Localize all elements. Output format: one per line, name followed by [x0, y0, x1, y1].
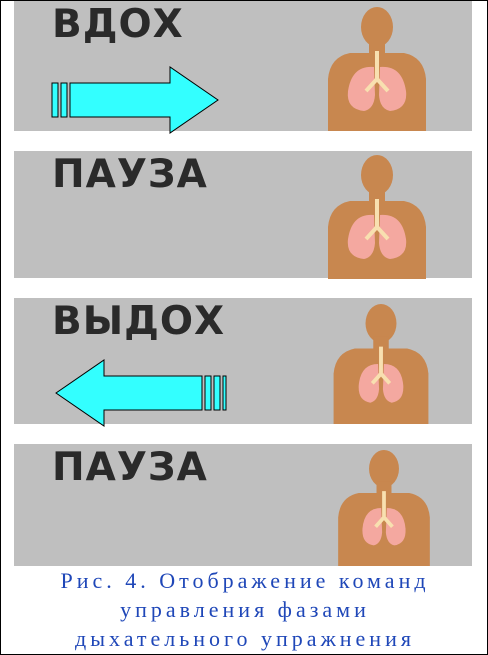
caption-line-1: Рис. 4. Отображение команд: [1, 566, 488, 595]
phase-panel-pause-1: ПАУЗА: [14, 151, 472, 278]
caption-line-2: управления фазами: [1, 595, 488, 624]
phase-title: ПАУЗА: [52, 448, 208, 487]
inhale-arrow-icon: [52, 67, 222, 133]
exhale-arrow-icon: [56, 360, 232, 426]
phase-title: ВДОХ: [52, 5, 184, 44]
phase-panel-exhale: ВЫДОХ: [14, 298, 472, 424]
torso-lungs-icon: [326, 304, 436, 424]
torso-lungs-icon: [322, 7, 432, 131]
torso-lungs-icon: [322, 155, 432, 279]
phase-panel-pause-2: ПАУЗА: [14, 444, 472, 566]
phase-panel-inhale: ВДОХ: [14, 1, 472, 131]
torso-lungs-icon: [329, 450, 439, 566]
phase-title: ВЫДОХ: [52, 302, 225, 341]
caption-line-3: дыхательного упражнения: [1, 624, 488, 653]
phase-title: ПАУЗА: [52, 155, 208, 194]
figure-caption: Рис. 4. Отображение команд управления фа…: [1, 566, 488, 653]
